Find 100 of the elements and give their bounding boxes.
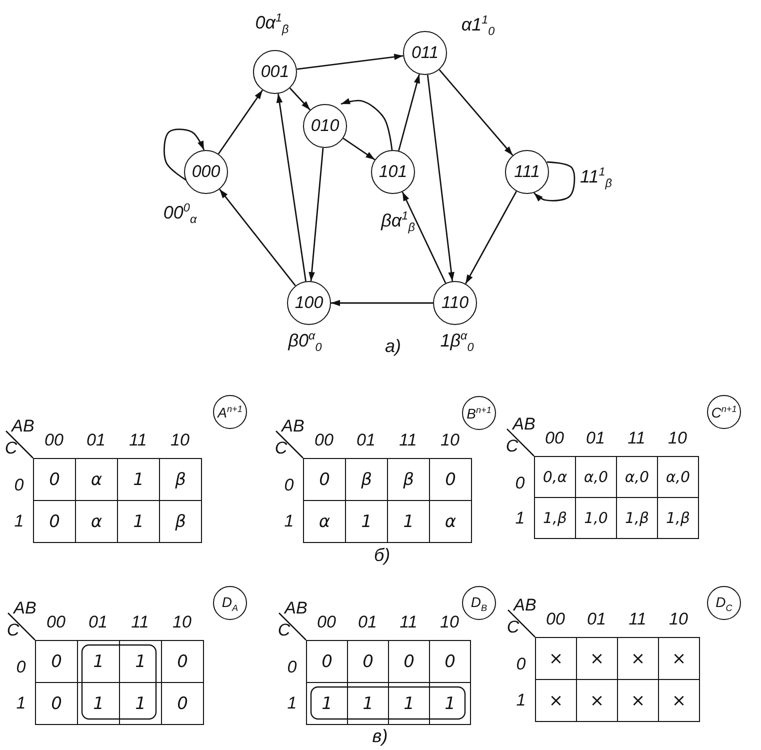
- map-name-circle: A$^{n+1}$: [213, 395, 247, 429]
- table-cell: α,0: [657, 456, 699, 498]
- transition-arrow: [398, 74, 420, 151]
- variable-header: C: [506, 618, 520, 636]
- row-header: 0: [16, 658, 26, 676]
- map-name-circle: D$_{A}$: [213, 586, 247, 620]
- transition-arrow: [164, 128, 205, 181]
- transition-arrow: [340, 98, 393, 150]
- table-cell: 0: [303, 458, 346, 501]
- variable-header: C: [274, 440, 288, 456]
- transition-arrow: [438, 69, 514, 156]
- row-header: 0: [516, 656, 526, 672]
- row-header: 1: [14, 512, 24, 530]
- row-header: 0: [284, 476, 294, 494]
- panel-caption: а): [385, 337, 401, 355]
- column-header: 11: [400, 614, 418, 630]
- variable-header: AB: [12, 418, 34, 434]
- column-header: 10: [170, 432, 190, 448]
- column-header: 00: [314, 432, 334, 448]
- row-header: 1: [284, 512, 294, 530]
- column-header: 00: [317, 614, 336, 630]
- table-cell: ×: [658, 637, 700, 680]
- table-cell: β: [159, 500, 202, 543]
- transition-arrow: [426, 74, 454, 282]
- variable-header: C: [4, 440, 18, 456]
- state-circle: 110: [433, 281, 477, 325]
- map-name-circle: D$_{C}$: [707, 586, 741, 620]
- table-cell: 0: [429, 640, 471, 683]
- column-header: 10: [668, 430, 687, 446]
- table-cell: α: [303, 500, 346, 543]
- column-header: 01: [586, 430, 605, 446]
- table-cell: ×: [535, 637, 577, 680]
- transition-arrow: [276, 94, 306, 282]
- state-circle: 000: [184, 150, 228, 194]
- variable-header: AB: [514, 596, 536, 614]
- column-header: 11: [129, 432, 147, 448]
- state-circle: 010: [303, 104, 347, 148]
- column-header: 01: [86, 432, 106, 448]
- variable-header: C: [506, 438, 518, 454]
- column-header: 01: [587, 610, 606, 628]
- transition-arrow: [331, 300, 433, 306]
- table-cell: 0: [35, 640, 78, 683]
- column-header: 00: [46, 614, 66, 630]
- column-header: 11: [628, 610, 646, 628]
- state-circle: 100: [287, 281, 331, 325]
- table-cell: 0: [306, 640, 348, 683]
- table-cell: 0: [161, 640, 204, 683]
- variable-header: C: [6, 622, 20, 638]
- state-circle: 101: [371, 150, 415, 194]
- panel-caption: в): [372, 727, 388, 745]
- transition-arrow: [219, 188, 296, 286]
- map-name-circle: C$^{n+1}$: [707, 395, 741, 429]
- transition-arrow: [402, 192, 446, 284]
- column-header: 10: [440, 432, 460, 448]
- row-header: 1: [516, 692, 526, 708]
- transition-arrow: [289, 88, 311, 110]
- table-cell: 0: [35, 682, 78, 725]
- transition-arrow: [342, 138, 376, 160]
- table-cell: 1: [306, 682, 348, 725]
- column-header: 01: [88, 614, 108, 630]
- grouping-loop: [310, 686, 466, 720]
- state-circle: 001: [253, 50, 297, 94]
- transition-arrow: [464, 190, 518, 284]
- variable-header: AB: [14, 600, 36, 616]
- row-header: 0: [515, 474, 525, 491]
- variable-header: AB: [512, 416, 536, 432]
- table-cell: 1: [429, 682, 471, 725]
- grouping-loop: [81, 644, 157, 720]
- row-header: 1: [16, 694, 26, 712]
- table-cell: β: [159, 458, 202, 501]
- row-header: 1: [287, 694, 297, 712]
- column-header: 10: [440, 614, 459, 630]
- column-header: 01: [358, 614, 377, 630]
- map-name-circle: B$^{n+1}$: [462, 396, 496, 430]
- column-header: 00: [545, 430, 564, 446]
- transition-arrow: [308, 148, 324, 282]
- transition-arrow: [534, 161, 576, 202]
- table-cell: ×: [535, 679, 577, 722]
- state-circle: 111: [505, 150, 549, 194]
- variable-header: AB: [284, 600, 308, 616]
- column-header: 00: [546, 610, 565, 628]
- variable-header: C: [278, 622, 290, 638]
- table-cell: 0,α: [534, 456, 576, 498]
- column-header: 11: [628, 430, 646, 446]
- panel-caption: б): [374, 546, 390, 564]
- table-cell: 0: [429, 458, 472, 501]
- state-circle: 011: [403, 31, 447, 75]
- table-cell: 0: [33, 500, 76, 543]
- row-header: 0: [287, 658, 297, 676]
- table-cell: 0: [161, 682, 204, 725]
- transition-arrow: [218, 90, 264, 154]
- row-header: 0: [14, 476, 24, 494]
- column-header: 11: [399, 432, 417, 448]
- transition-arrow: [296, 54, 404, 70]
- column-header: 11: [131, 614, 149, 630]
- row-header: 1: [515, 509, 525, 526]
- table-cell: ×: [658, 679, 700, 722]
- table-cell: 0: [33, 458, 76, 501]
- table-cell: 1,β: [534, 497, 576, 539]
- map-name-circle: D$_{B}$: [462, 586, 496, 620]
